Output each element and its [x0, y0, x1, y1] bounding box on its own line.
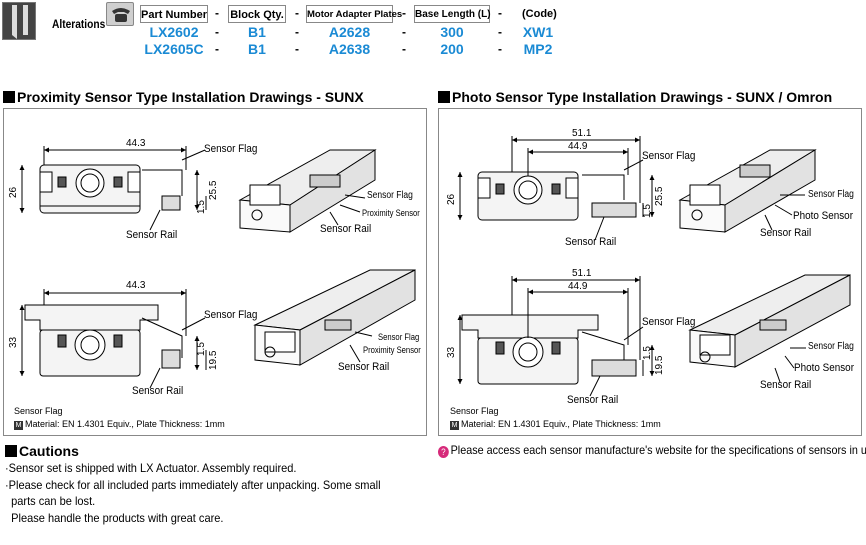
dim-width: 44.3 [126, 280, 146, 291]
caution-line: Please handle the products with great ca… [5, 511, 224, 525]
separator: - [295, 6, 299, 20]
dim-b: 1.5 [642, 346, 653, 360]
row2-motor: A2638 [328, 41, 371, 57]
dim-a: 25.5 [654, 186, 665, 206]
dim-a: 25.5 [208, 180, 219, 200]
row1-block: B1 [248, 24, 266, 40]
dim-outer: 51.1 [572, 128, 592, 139]
product-thumbnail-icon [2, 2, 36, 40]
iso-label-sensor: Photo Sensor [793, 210, 853, 222]
row2-block: B1 [248, 41, 266, 57]
iso-label-sensor-rail: Sensor Rail [760, 379, 812, 391]
right-section-title: Photo Sensor Type Installation Drawings … [438, 89, 832, 105]
dim-height: 26 [8, 186, 19, 198]
separator: - [215, 6, 219, 20]
material-title: Sensor Flag [450, 406, 499, 416]
caution-line: ·Sensor set is shipped with LX Actuator.… [5, 461, 297, 475]
cautions-title: Cautions [5, 443, 79, 459]
iso-label-sensor-flag: Sensor Flag [808, 341, 854, 352]
separator: - [215, 25, 219, 39]
iso-label-sensor-flag: Sensor Flag [378, 332, 420, 342]
dim-b: 1.5 [196, 200, 207, 214]
label-sensor-flag: Sensor Flag [204, 143, 258, 155]
iso-label-sensor: Proximity Sensor [363, 345, 421, 355]
row1-motor: A2628 [328, 24, 371, 40]
label-sensor-flag: Sensor Flag [204, 309, 258, 321]
dim-b: 1.5 [196, 342, 207, 356]
iso-label-sensor-rail: Sensor Rail [320, 223, 372, 235]
dim-height: 33 [8, 336, 19, 348]
label-sensor-rail: Sensor Rail [126, 229, 178, 241]
separator: - [402, 42, 406, 56]
row2-length: 200 [440, 41, 464, 57]
label-sensor-flag: Sensor Flag [642, 150, 696, 162]
label-sensor-rail: Sensor Rail [132, 385, 184, 397]
label-sensor-flag: Sensor Flag [642, 316, 696, 328]
label-sensor-rail: Sensor Rail [567, 394, 619, 406]
separator: - [402, 25, 406, 39]
material-title: Sensor Flag [14, 406, 63, 416]
alterations-label: Alterations [52, 17, 106, 31]
iso-label-sensor-rail: Sensor Rail [760, 227, 812, 239]
dim-width: 44.3 [126, 138, 146, 149]
dim-b: 1.5 [642, 204, 653, 218]
dim-height: 26 [446, 193, 457, 205]
info-icon: ? [438, 446, 449, 458]
phone-icon [106, 2, 134, 26]
row2-code: MP2 [523, 41, 553, 57]
separator: - [295, 42, 299, 56]
caution-line: parts can be lost. [5, 494, 96, 508]
row1-length: 300 [440, 24, 464, 40]
dim-a: 19.5 [654, 355, 665, 375]
dim-outer: 51.1 [572, 268, 592, 279]
header-part-number: Part Number [140, 5, 208, 23]
header-block-qty: Block Qty. [228, 5, 286, 23]
label-sensor-rail: Sensor Rail [565, 236, 617, 248]
separator: - [402, 6, 406, 20]
sensor-spec-note: ?Please access each sensor manufacture's… [438, 443, 866, 458]
row1-part: LX2602 [149, 24, 199, 40]
row2-part: LX2605C [144, 41, 204, 57]
header-base-length: Base Length (L) [414, 5, 491, 23]
dim-inner: 44.9 [568, 141, 588, 152]
header-code: (Code) [522, 8, 557, 20]
material-icon: M [14, 421, 23, 430]
iso-label-sensor-rail: Sensor Rail [338, 361, 390, 373]
separator: - [498, 25, 502, 39]
dim-a: 19.5 [208, 350, 219, 370]
iso-label-sensor: Photo Sensor [794, 362, 854, 374]
separator: - [215, 42, 219, 56]
material-icon: M [450, 421, 459, 430]
dim-height: 33 [446, 346, 457, 358]
iso-label-sensor: Proximity Sensor [362, 208, 420, 218]
separator: - [498, 6, 502, 20]
caution-line: ·Please check for all included parts imm… [5, 478, 381, 492]
separator: - [295, 25, 299, 39]
separator: - [498, 42, 502, 56]
iso-label-sensor-flag: Sensor Flag [367, 190, 413, 201]
left-section-title: Proximity Sensor Type Installation Drawi… [3, 89, 364, 105]
header-motor-adapter: Motor Adapter Plates [306, 5, 402, 23]
dim-inner: 44.9 [568, 281, 588, 292]
row1-code: XW1 [522, 24, 554, 40]
iso-label-sensor-flag: Sensor Flag [808, 189, 854, 200]
